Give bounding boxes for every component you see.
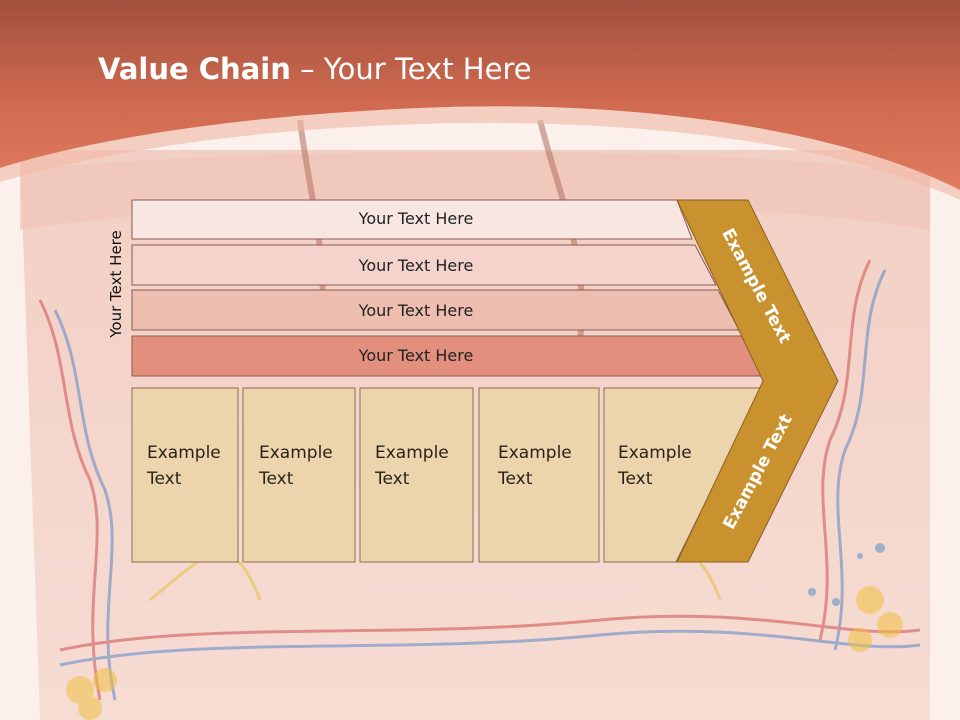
title-bold: Value Chain xyxy=(98,52,291,86)
bar-label-3: Your Text Here xyxy=(358,301,474,320)
bar-2 xyxy=(131,244,717,286)
title-rest: – Your Text Here xyxy=(290,52,532,86)
reflection xyxy=(0,563,960,720)
slide-title: Value Chain – Your Text Here xyxy=(98,52,532,86)
activity-box-5 xyxy=(603,387,763,563)
activity-box-2 xyxy=(242,387,356,563)
bar-label-4: Your Text Here xyxy=(358,346,474,365)
header-band xyxy=(0,0,960,190)
bar-label-1: Your Text Here xyxy=(358,209,474,228)
activity-box-4 xyxy=(478,387,600,563)
bar-label-2: Your Text Here xyxy=(358,256,474,275)
bar-1 xyxy=(131,199,693,240)
activity-box-1 xyxy=(131,387,239,563)
margin-chevron xyxy=(676,199,839,563)
activity-box-3 xyxy=(359,387,474,563)
